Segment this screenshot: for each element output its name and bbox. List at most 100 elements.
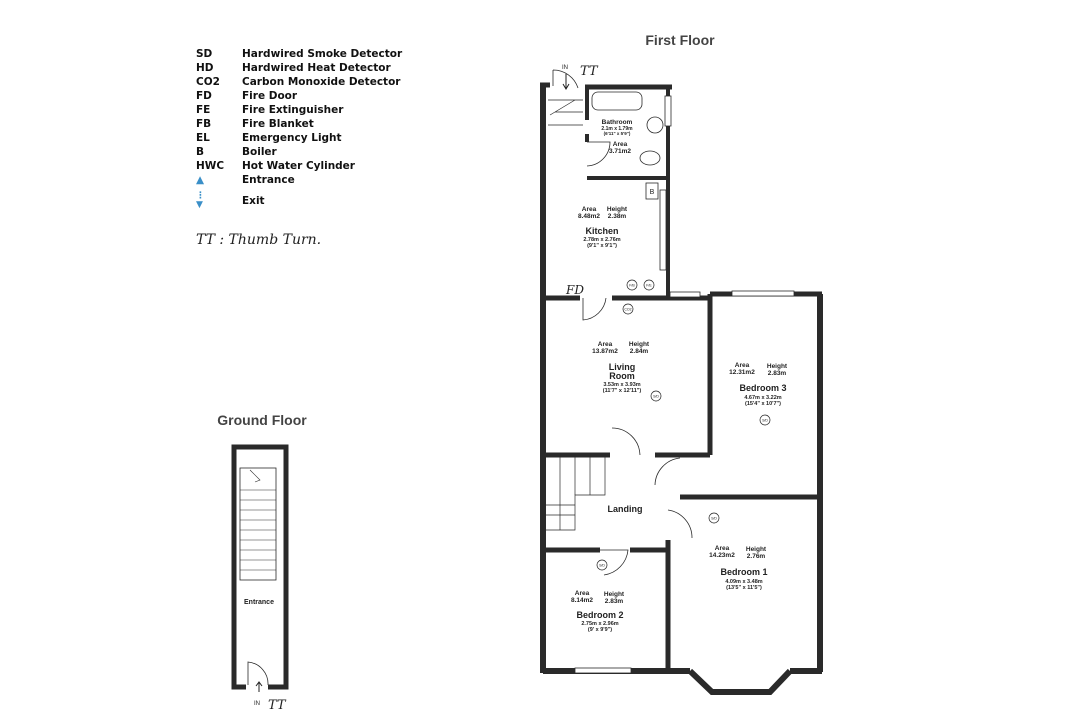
bedroom1-height-label: Height [746, 546, 767, 553]
bedroom2-imperial: (9' x 9'9") [588, 627, 612, 633]
first-floor-title: First Floor [645, 32, 715, 48]
thumb-turn-label: TT [268, 698, 287, 712]
legend-label: Hot Water Cylinder [242, 160, 355, 172]
legend-row: EL Emergency Light [196, 131, 402, 145]
kitchen-height: 2.38m [608, 213, 627, 220]
living-height-label: Height [629, 341, 650, 348]
fire-door-label: FD [565, 283, 584, 297]
living-name: Living [609, 362, 636, 372]
smoke-detector-marker [759, 414, 771, 426]
living-height: 2.84m [630, 348, 649, 355]
legend-row: HWC Hot Water Cylinder [196, 159, 402, 173]
bedroom2-name: Bedroom 2 [576, 610, 623, 620]
kitchen-area: 8.48m2 [578, 213, 600, 220]
legend-label: Fire Door [242, 90, 298, 102]
legend-code: EL [196, 132, 210, 144]
bedroom3-name: Bedroom 3 [739, 383, 786, 393]
legend-code: SD [196, 48, 213, 60]
bedroom1-imperial: (13'5" x 11'5") [726, 585, 762, 591]
living-area-label: Area [598, 341, 613, 348]
bedroom3-dims: 4.67m x 3.22m [744, 395, 781, 401]
in-label: IN [562, 65, 568, 71]
sd-text: S/D [711, 517, 717, 521]
room-labels: Bathroom 2.1m x 1.79m (6'11" x 5'9") Are… [571, 119, 788, 633]
legend-row: SD Hardwired Smoke Detector [196, 47, 402, 61]
living-dims: 3.53m x 3.93m [603, 382, 640, 388]
legend-code: CO2 [196, 76, 220, 88]
bathroom-dims: 2.1m x 1.79m [601, 126, 633, 132]
handwritten-note: TT : Thumb Turn. [196, 232, 322, 248]
stairs [240, 469, 276, 571]
legend-code: HD [196, 62, 214, 74]
bedroom2-area: 8.14m2 [571, 597, 593, 604]
legend-label: Boiler [242, 146, 277, 158]
legend: SD Hardwired Smoke Detector HD Hardwired H… [196, 47, 402, 215]
kitchen-area-label: Area [582, 206, 597, 213]
smoke-detector-marker [650, 390, 662, 402]
legend-row: FE Fire Extinguisher [196, 103, 402, 117]
co2-marker [622, 303, 634, 315]
legend-code: B [196, 146, 205, 158]
bathroom-area-label: Area [613, 141, 628, 148]
bedroom2-height-label: Height [604, 591, 625, 598]
fe-text: F/E [646, 284, 652, 288]
bathroom-area: 3.71m2 [609, 148, 631, 155]
living-area: 13.87m2 [592, 348, 618, 355]
bedroom1-height: 2.76m [747, 553, 766, 560]
bedroom3-height-label: Height [767, 363, 788, 370]
legend-row: ▲Entrance [196, 173, 402, 187]
bathroom-imperial: (6'11" x 5'9") [604, 131, 631, 136]
entrance-door [247, 661, 269, 686]
kitchen-name: Kitchen [585, 226, 618, 236]
exit-arrow-icon: ⋮▼ [196, 191, 205, 210]
entrance-arrow-icon: ▲ [196, 174, 205, 186]
legend-label: Hardwired Heat Detector [242, 62, 391, 74]
legend-row: ⋮▼ Exit [196, 187, 402, 215]
legend-code: FB [196, 118, 212, 130]
legend-label: Fire Blanket [242, 118, 314, 130]
legend-row: CO2 Carbon Monoxide Detector [196, 75, 402, 89]
bedroom1-area: 14.23m2 [709, 552, 735, 559]
bedroom3-area-label: Area [735, 362, 750, 369]
bedroom2-height: 2.83m [605, 598, 624, 605]
bath-icon [591, 91, 643, 111]
living-imperial: (11'7" x 12'11") [603, 388, 642, 394]
legend-label: Fire Extinguisher [242, 104, 344, 116]
legend-label: Emergency Light [242, 132, 342, 144]
bedroom1-area-label: Area [715, 545, 730, 552]
legend-label: Exit [242, 195, 265, 207]
first-floor-plan [540, 69, 823, 695]
in-label: IN [254, 701, 260, 707]
sink-icon [646, 116, 664, 134]
room-label-entrance: Entrance [244, 599, 274, 606]
entrance-arrow-icon [255, 681, 263, 692]
thumb-turn-label: TT [580, 64, 599, 79]
ground-floor-title: Ground Floor [217, 412, 307, 428]
bedroom2-dims: 2.75m x 2.96m [581, 621, 618, 627]
legend-code: FE [196, 104, 211, 116]
bedroom1-dims: 4.09m x 3.48m [725, 579, 762, 585]
landing-stairs [546, 99, 606, 531]
smoke-detector-marker [596, 559, 608, 571]
entrance-arrow-icon [562, 74, 570, 90]
boiler-icon [645, 182, 659, 200]
legend-label: Carbon Monoxide Detector [242, 76, 401, 88]
kitchen-dims: 2.78m x 2.76m [583, 237, 620, 243]
bedroom3-height: 2.83m [768, 370, 787, 377]
legend-code: HWC [196, 160, 225, 172]
fire-blanket-marker [626, 279, 638, 291]
kitchen-height-label: Height [607, 206, 628, 213]
legend-label: Hardwired Smoke Detector [242, 48, 403, 60]
bedroom3-area: 12.31m2 [729, 369, 755, 376]
fire-extinguisher-marker [643, 279, 655, 291]
living-room-door [582, 297, 607, 321]
co2-text: CO2 [624, 308, 631, 312]
bedroom2-area-label: Area [575, 590, 590, 597]
sd-text: S/D [599, 564, 605, 568]
living-name: Room [609, 371, 635, 381]
bedroom1-name: Bedroom 1 [720, 567, 767, 577]
fb-text: F/B [629, 284, 635, 288]
legend-code: FD [196, 90, 212, 102]
boiler-label: B [650, 189, 655, 196]
